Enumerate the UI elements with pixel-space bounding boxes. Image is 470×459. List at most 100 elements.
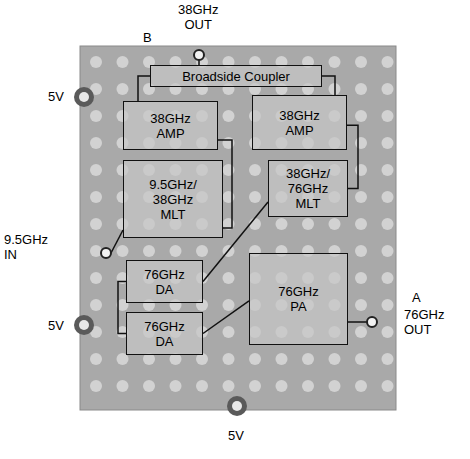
via-dot [117,83,129,95]
via-dot [355,218,367,230]
via-dot [249,380,261,392]
via-dot [90,380,102,392]
via-dot [302,380,314,392]
via-dot [249,353,261,365]
via-dot [355,272,367,284]
via-dot [355,83,367,95]
signal-line [203,301,249,334]
via-dot [382,245,394,257]
via-dot [329,353,341,365]
via-dot [223,326,235,338]
block-label: 38GHz/ 76GHz MLT [286,166,330,211]
via-dot [249,191,261,203]
port-label: 5V [48,89,64,104]
via-dot [382,56,394,68]
block-label: 9.5GHz/ 38GHz MLT [149,177,197,222]
block-label: 76GHz DA [144,267,184,297]
block-box: 76GHz DA [126,312,203,355]
via-dot [90,137,102,149]
rf-pad [367,317,377,327]
via-dot [382,353,394,365]
via-dot [223,299,235,311]
block-label: 38GHz AMP [150,111,190,141]
via-dot [355,380,367,392]
via-dot [90,164,102,176]
port-label: B [143,30,152,45]
port-label: 5V [228,428,244,443]
block-box: 76GHz PA [249,253,348,345]
supply-pad [74,87,94,107]
block-box: Broadside Coupler [150,65,322,87]
via-dot [329,56,341,68]
block-label: 76GHz PA [278,284,318,314]
port-label: A [412,290,421,305]
port-label: 38GHz OUT [178,2,218,32]
supply-pad [79,320,89,330]
via-dot [355,137,367,149]
via-dot [329,380,341,392]
block-label: Broadside Coupler [182,69,290,84]
via-dot [223,380,235,392]
via-dot [276,380,288,392]
via-dot [382,218,394,230]
via-dot [117,245,129,257]
rf-pad [194,50,204,60]
via-grid [90,56,394,392]
via-dot [355,353,367,365]
via-dot [90,191,102,203]
block-box: 9.5GHz/ 38GHz MLT [123,160,223,238]
via-dot [355,245,367,257]
via-dot [302,218,314,230]
port-label: 9.5GHz IN [4,232,48,262]
via-dot [90,110,102,122]
signal-line [322,76,335,95]
block-box: 38GHz AMP [123,101,218,150]
via-dot [355,191,367,203]
supply-pad [79,92,89,102]
port-label: 76GHz OUT [404,307,444,337]
via-dot [90,353,102,365]
via-dot [355,110,367,122]
supply-pad [74,315,94,335]
via-dot [90,299,102,311]
chip-substrate [80,46,396,410]
via-dot [196,380,208,392]
via-dot [90,56,102,68]
port-label: 5V [48,318,64,333]
via-dot [90,245,102,257]
via-dot [382,380,394,392]
via-dot [170,245,182,257]
via-dot [329,218,341,230]
via-dot [382,110,394,122]
via-dot [382,191,394,203]
via-dot [355,299,367,311]
via-dot [143,245,155,257]
block-box: 38GHz AMP [252,95,347,150]
via-dot [382,83,394,95]
via-dot [382,299,394,311]
via-dot [90,272,102,284]
supply-pad [227,396,247,416]
block-label: 76GHz DA [144,319,184,349]
via-dot [223,110,235,122]
via-dot [276,218,288,230]
supply-pad [232,401,242,411]
via-dot [355,56,367,68]
via-dot [355,326,367,338]
via-dot [90,218,102,230]
port-line [111,230,123,253]
via-dot [382,326,394,338]
rf-pad [101,248,111,258]
signal-line [347,125,358,188]
via-dot [382,164,394,176]
signal-line [118,282,126,334]
via-dot [382,272,394,284]
signal-line [138,76,150,101]
block-label: 38GHz AMP [279,108,319,138]
block-box: 38GHz/ 76GHz MLT [268,160,348,217]
via-dot [170,380,182,392]
block-box: 76GHz DA [126,260,203,303]
via-dot [117,380,129,392]
via-dot [382,137,394,149]
via-dot [117,56,129,68]
